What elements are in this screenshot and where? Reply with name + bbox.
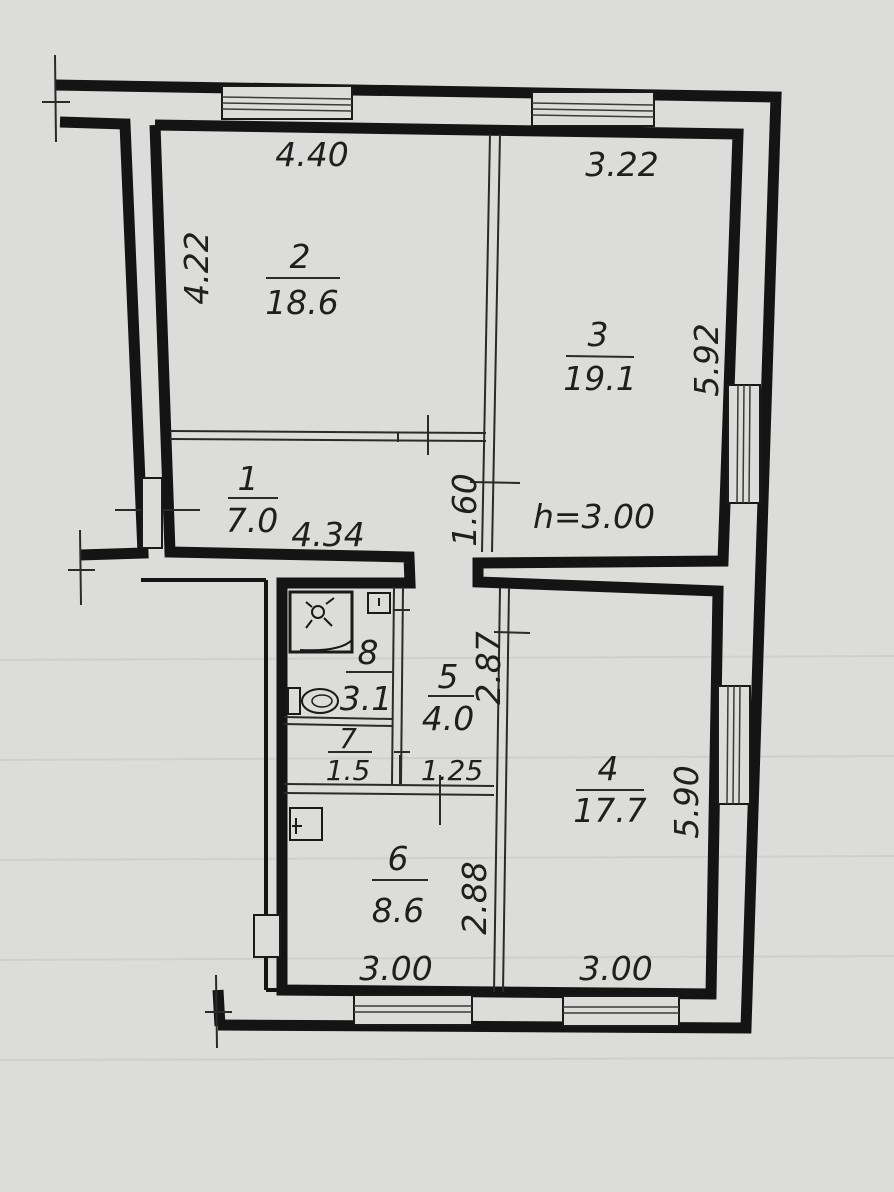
room-3-area: 19.1 bbox=[563, 359, 636, 398]
room-5-area: 4.0 bbox=[422, 699, 474, 738]
dim-room3-width: 3.22 bbox=[585, 145, 658, 184]
window-top-left bbox=[221, 85, 353, 120]
room-6-area: 8.6 bbox=[372, 891, 424, 930]
room-2-area: 18.6 bbox=[265, 283, 338, 322]
room-labels: 1 7.0 2 18.6 3 19.1 4 17.7 5 4.0 6 8.6 7… bbox=[226, 237, 647, 930]
dim-hall-length: 2.87 bbox=[469, 631, 508, 704]
dim-hall-width: 1.25 bbox=[421, 754, 483, 787]
windows bbox=[141, 85, 761, 1027]
paper-lines bbox=[0, 655, 894, 1061]
dim-corridor-width: 4.34 bbox=[291, 515, 364, 554]
room-8-area: 3.1 bbox=[340, 679, 392, 718]
fixtures bbox=[287, 590, 391, 841]
sink-icon bbox=[367, 592, 391, 614]
room-2-number: 2 bbox=[290, 237, 311, 276]
shower-icon bbox=[288, 590, 354, 654]
dim-corridor-depth: 1.60 bbox=[445, 473, 484, 546]
room-1-area: 7.0 bbox=[226, 501, 278, 540]
room-6-number: 6 bbox=[388, 839, 409, 878]
room-1-number: 1 bbox=[238, 459, 259, 498]
dim-room4-width: 3.00 bbox=[579, 949, 652, 988]
stove-icon bbox=[289, 807, 323, 841]
toilet-icon bbox=[287, 687, 339, 715]
window-bottom-right bbox=[562, 995, 680, 1027]
room-3-number: 3 bbox=[588, 315, 609, 354]
dim-room6-width: 3.00 bbox=[359, 949, 432, 988]
dim-room2-depth: 4.22 bbox=[177, 231, 216, 304]
dim-room3-depth: 5.92 bbox=[687, 323, 726, 396]
dimension-labels: 4.40 4.22 3.22 5.92 4.34 1.60 2.87 1.25 … bbox=[177, 135, 726, 988]
dim-room4-depth: 5.90 bbox=[667, 765, 706, 838]
dim-room6-depth: 2.88 bbox=[455, 861, 494, 934]
room-4-area: 17.7 bbox=[573, 791, 646, 830]
window-bottom-left bbox=[353, 994, 473, 1026]
room-7-number: 7 bbox=[339, 722, 357, 755]
ceiling-height-label: h=3.00 bbox=[533, 497, 655, 536]
room-5-number: 5 bbox=[438, 657, 459, 696]
window-left-corridor bbox=[141, 477, 163, 549]
dim-room2-width: 4.40 bbox=[275, 135, 348, 174]
window-left-lower bbox=[253, 914, 281, 958]
room-7-area: 1.5 bbox=[326, 754, 371, 787]
partitions bbox=[169, 133, 510, 993]
room-4-number: 4 bbox=[598, 749, 619, 788]
exterior-walls bbox=[42, 54, 782, 1049]
room-8-number: 8 bbox=[358, 633, 379, 672]
